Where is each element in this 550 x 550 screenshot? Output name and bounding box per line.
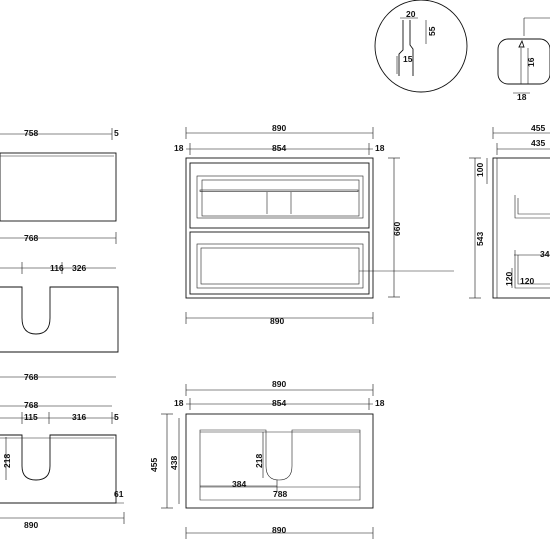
left-middle-view: 116 326 768 bbox=[0, 262, 119, 382]
plan-view: 890 18 854 18 455 438 218 384 788 890 bbox=[149, 379, 385, 539]
top-left-gap-dim: 5 bbox=[114, 128, 119, 138]
top-left-width-dim: 758 bbox=[24, 128, 38, 138]
bot-left-right-dim: 316 bbox=[72, 412, 86, 422]
bot-left-base-dim: 61 bbox=[114, 489, 124, 499]
plan-side-right-dim: 18 bbox=[375, 398, 385, 408]
side-top-dim: 100 bbox=[475, 163, 485, 177]
detail-a-left-dim: 15 bbox=[403, 54, 413, 64]
front-inner-dim: 854 bbox=[272, 143, 286, 153]
detail-a-top-dim: 20 bbox=[406, 9, 416, 19]
front-side-left-dim: 18 bbox=[174, 143, 184, 153]
plan-side-left-dim: 18 bbox=[174, 398, 184, 408]
mid-left-right-dim: 326 bbox=[72, 263, 86, 273]
plan-inner-dim: 854 bbox=[272, 398, 286, 408]
side-drawer-small-dim: 120 bbox=[520, 276, 534, 286]
side-elevation: 455 435 543 100 34 120 120 bbox=[469, 123, 550, 299]
plan-depth-inner-dim: 438 bbox=[169, 456, 179, 470]
detail-a-right-dim: 55 bbox=[427, 26, 437, 36]
left-top-view: 758 5 768 bbox=[0, 128, 119, 244]
plan-depth-outer-dim: 455 bbox=[149, 458, 159, 472]
front-height-dim: 660 bbox=[392, 222, 402, 236]
detail-b-depth-dim: 16 bbox=[526, 57, 536, 67]
front-bottom-dim: 890 bbox=[270, 316, 284, 326]
plan-cut-offset-dim: 384 bbox=[232, 479, 246, 489]
plan-bottom-dim: 890 bbox=[272, 525, 286, 535]
bot-left-top-dim: 768 bbox=[24, 400, 38, 410]
side-drawer-base-dim: 120 bbox=[504, 272, 514, 286]
mid-left-cut-dim: 116 bbox=[50, 263, 64, 273]
top-left-bottom-dim: 768 bbox=[24, 233, 38, 243]
left-bottom-view: 768 115 316 5 218 61 890 bbox=[0, 400, 125, 530]
side-height-dim: 543 bbox=[475, 232, 485, 246]
bot-left-gap-dim: 5 bbox=[114, 412, 119, 422]
detail-circle-profile: 20 55 15 bbox=[374, 0, 468, 93]
mid-left-bottom-dim: 768 bbox=[24, 372, 38, 382]
side-depth-inner-dim: 435 bbox=[531, 138, 545, 148]
plan-inner-width-dim: 788 bbox=[273, 489, 287, 499]
front-side-right-dim: 18 bbox=[375, 143, 385, 153]
bot-left-depth-dim: 218 bbox=[2, 454, 12, 468]
detail-rounded-profile: 16 18 bbox=[497, 17, 550, 102]
plan-cut-depth-dim: 218 bbox=[254, 454, 264, 468]
plan-overall-dim: 890 bbox=[272, 379, 286, 389]
bot-left-cut-dim: 115 bbox=[24, 412, 38, 422]
front-overall-dim: 890 bbox=[272, 123, 286, 133]
detail-b-bottom-dim: 18 bbox=[517, 92, 527, 102]
bot-left-overall-dim: 890 bbox=[24, 520, 38, 530]
side-drawer-gap-dim: 34 bbox=[540, 249, 550, 259]
front-elevation: 890 18 854 18 660 890 bbox=[174, 123, 454, 326]
side-depth-outer-dim: 455 bbox=[531, 123, 545, 133]
